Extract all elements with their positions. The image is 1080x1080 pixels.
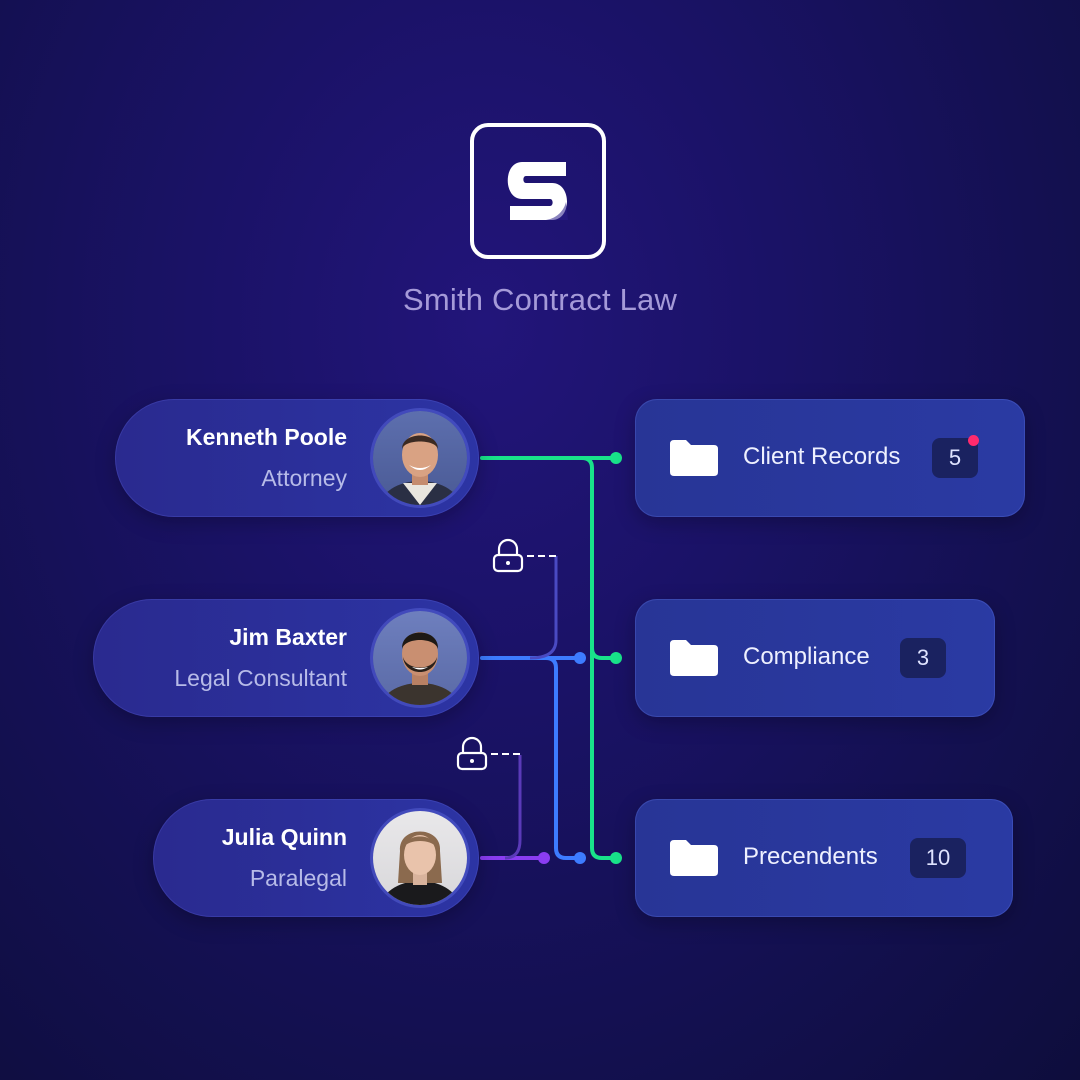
person-role: Paralegal <box>249 865 347 891</box>
person-name: Kenneth Poole <box>185 424 347 450</box>
count-badge: 10 <box>910 838 966 878</box>
link-dot <box>574 652 586 664</box>
firm-logo <box>470 123 606 259</box>
person-role: Legal Consultant <box>174 665 347 691</box>
folder-icon <box>670 640 718 676</box>
avatar <box>373 611 467 705</box>
avatar <box>373 811 467 905</box>
person-name: Jim Baxter <box>229 624 347 650</box>
s-letter-logo-icon <box>507 162 568 220</box>
folder-card-compliance[interactable]: Compliance 3 <box>635 599 995 717</box>
person-card-kenneth-poole[interactable]: Kenneth Poole Attorney <box>115 399 479 517</box>
count-badge: 5 <box>932 438 978 478</box>
restricted-link <box>529 556 558 660</box>
folder-card-client-records[interactable]: Client Records 5 <box>635 399 1025 517</box>
attorney-access-line <box>480 456 618 860</box>
folder-card-precendents[interactable]: Precendents 10 <box>635 799 1013 917</box>
folder-label: Client Records <box>743 443 901 470</box>
person-card-julia-quinn[interactable]: Julia Quinn Paralegal <box>153 799 479 917</box>
person-card-jim-baxter[interactable]: Jim Baxter Legal Consultant <box>93 599 479 717</box>
person-role: Attorney <box>261 465 347 491</box>
notification-dot <box>968 435 979 446</box>
link-dot <box>610 852 622 864</box>
folder-icon <box>670 840 718 876</box>
link-dot <box>538 852 550 864</box>
restricted-link <box>504 755 522 860</box>
link-dot <box>610 452 622 464</box>
folder-icon <box>670 440 718 476</box>
lock-icon <box>492 538 524 573</box>
link-dot <box>574 852 586 864</box>
folder-label: Precendents <box>743 843 878 870</box>
folder-label: Compliance <box>743 643 870 670</box>
firm-name: Smith Contract Law <box>402 282 678 317</box>
person-name: Julia Quinn <box>221 824 347 850</box>
avatar <box>373 411 467 505</box>
lock-icon <box>456 736 488 771</box>
consultant-access-line <box>480 656 582 860</box>
count-badge: 3 <box>900 638 946 678</box>
link-dot <box>610 652 622 664</box>
